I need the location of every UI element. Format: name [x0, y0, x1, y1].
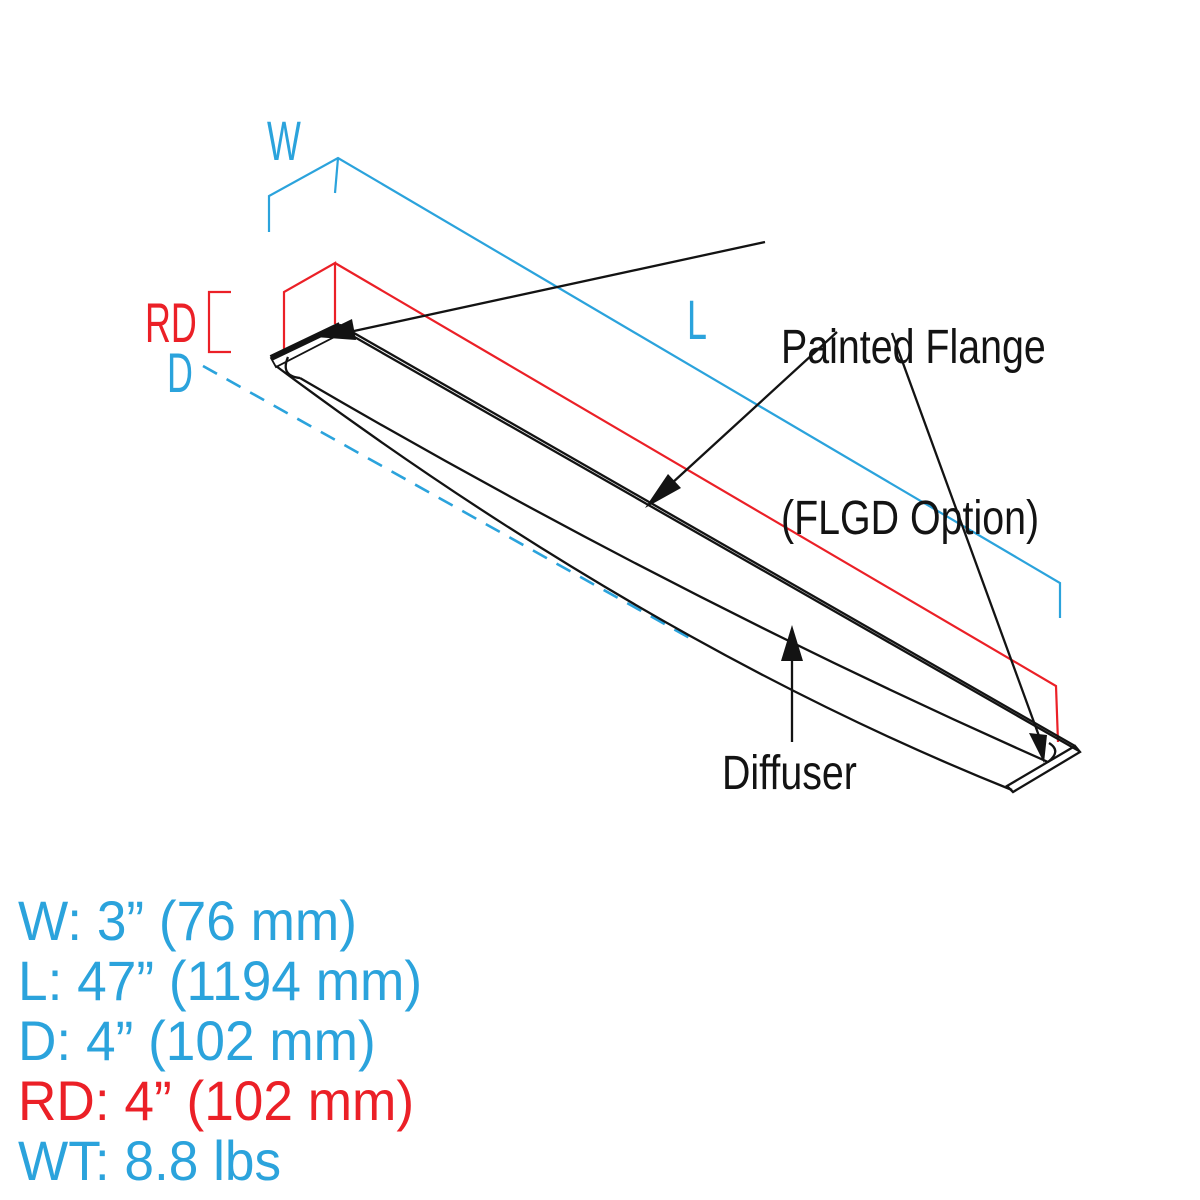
- arrowhead-flange-middle: [645, 474, 681, 508]
- diffuser-right-end-arc: [1047, 742, 1057, 763]
- arrowhead-diffuser: [781, 625, 803, 661]
- callout-painted-flange-line1: Painted Flange: [781, 321, 1046, 374]
- label-rd: RD: [145, 291, 197, 354]
- label-l: L: [687, 288, 707, 351]
- w-l-dimension-lines: [202, 156, 1062, 643]
- diffuser-top-edge: [299, 377, 1049, 764]
- right-flange-outline: [1005, 744, 1082, 794]
- hidden-depth-dashed-line: [202, 364, 696, 643]
- recess-outline-left: [282, 261, 337, 353]
- spec-line-recess-depth: RD: 4” (102 mm): [18, 1069, 415, 1132]
- top-front-edge: [343, 330, 1080, 752]
- spec-line-length: L: 47” (1194 mm): [18, 949, 423, 1012]
- fixture-body: [269, 322, 1082, 794]
- callout-leaders: [315, 240, 1047, 763]
- callout-painted-flange-line2: (FLGD Option): [781, 492, 1040, 545]
- label-d: D: [167, 341, 193, 404]
- callout-painted-flange: Painted Flange (FLGD Option): [781, 205, 1046, 661]
- diffuser-left-end-arc: [284, 356, 301, 380]
- callout-diffuser: Diffuser: [722, 747, 857, 800]
- leader-flange-right: [890, 332, 1041, 737]
- arrowhead-flange-right: [1029, 733, 1047, 763]
- spec-line-depth: D: 4” (102 mm): [18, 1009, 376, 1072]
- recess-outline-long: [334, 262, 1060, 743]
- diffuser-bottom-edge: [275, 365, 1013, 792]
- top-back-edge: [339, 324, 1076, 747]
- spec-line-width: W: 3” (76 mm): [18, 889, 357, 952]
- spec-line-weight: WT: 8.8 lbs: [18, 1129, 282, 1192]
- spec-list: W: 3” (76 mm) L: 47” (1194 mm) D: 4” (10…: [18, 891, 443, 1191]
- label-w: W: [267, 109, 301, 172]
- rd-bracket: [207, 290, 231, 354]
- arrowhead-flange-left: [315, 319, 356, 340]
- leader-flange-middle: [670, 331, 838, 485]
- leader-flange-left: [353, 240, 766, 333]
- w-dimension-apex-tick: [333, 157, 340, 194]
- rd-dimension-lines: [207, 261, 1060, 743]
